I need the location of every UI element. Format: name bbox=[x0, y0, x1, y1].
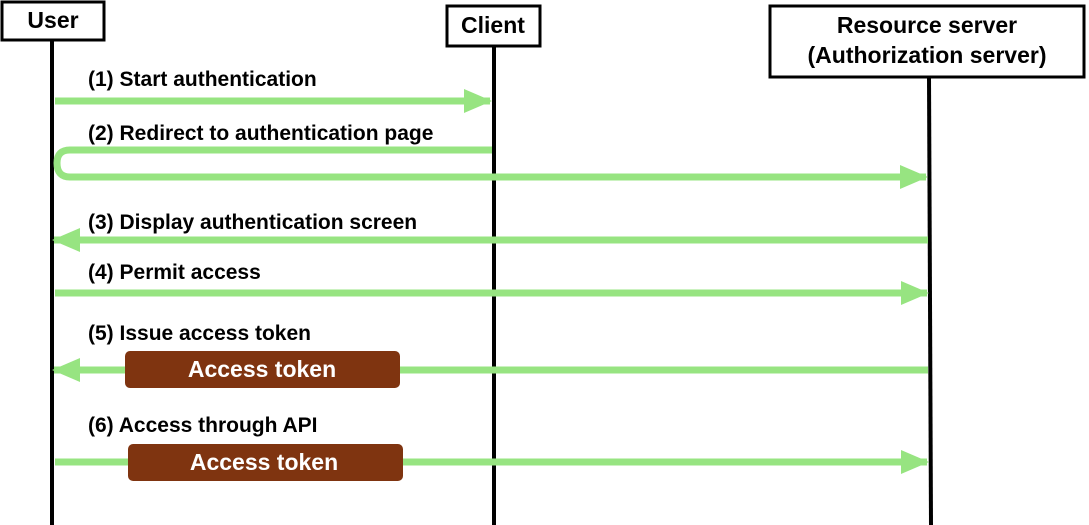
access-token-badge: Access token bbox=[125, 351, 400, 388]
message-4-label: (4) Permit access bbox=[88, 261, 261, 284]
message-1-label: (1) Start authentication bbox=[88, 68, 317, 91]
message-2-arrow bbox=[53, 146, 928, 189]
message-4-text: Permit access bbox=[120, 261, 261, 284]
actor-label-resource-server-line2: (Authorization server) bbox=[808, 42, 1047, 68]
message-5-number: (5) bbox=[88, 322, 114, 345]
message-4-number: (4) bbox=[88, 261, 114, 284]
message-3-label: (3) Display authentication screen bbox=[88, 211, 417, 234]
message-3-number: (3) bbox=[88, 211, 114, 234]
message-1-number: (1) bbox=[88, 68, 114, 91]
actor-client: Client bbox=[445, 4, 542, 48]
message-6-label: (6) Access through API bbox=[88, 414, 318, 437]
actor-user: User bbox=[0, 0, 106, 42]
access-token-badge-box bbox=[128, 444, 403, 481]
actor-label-client: Client bbox=[461, 12, 525, 38]
message-2-label: (2) Redirect to authentication page bbox=[88, 122, 433, 145]
message-5: (5) Issue access token Access token bbox=[52, 322, 928, 388]
message-5-text: Issue access token bbox=[120, 322, 311, 345]
access-token-badge: Access token bbox=[128, 444, 403, 481]
access-token-badge-label: Access token bbox=[188, 356, 336, 382]
message-2-number: (2) bbox=[88, 122, 114, 145]
message-4: (4) Permit access bbox=[55, 261, 929, 305]
message-6-text: Access through API bbox=[119, 414, 318, 437]
message-1-text: Start authentication bbox=[120, 68, 317, 91]
access-token-badge-label: Access token bbox=[190, 449, 338, 475]
access-token-badge-box bbox=[125, 351, 400, 388]
message-3-text: Display authentication screen bbox=[120, 211, 418, 234]
actor-box-client bbox=[445, 4, 542, 48]
message-5-label: (5) Issue access token bbox=[88, 322, 311, 345]
message-2: (2) Redirect to authentication page bbox=[53, 122, 928, 189]
actor-label-resource-server-line1: Resource server bbox=[837, 12, 1017, 38]
message-6-number: (6) bbox=[88, 414, 114, 437]
resource-server-lifeline bbox=[927, 76, 933, 525]
actor-box-resource-server bbox=[768, 4, 1086, 79]
message-2-text: Redirect to authentication page bbox=[120, 122, 434, 145]
actor-label-user: User bbox=[27, 7, 78, 33]
message-6: (6) Access through API Access token bbox=[55, 414, 929, 481]
message-3: (3) Display authentication screen bbox=[52, 211, 928, 252]
actor-resource-server: Resource server (Authorization server) bbox=[768, 4, 1086, 79]
message-1: (1) Start authentication bbox=[55, 68, 492, 113]
actor-box-user bbox=[0, 0, 106, 42]
